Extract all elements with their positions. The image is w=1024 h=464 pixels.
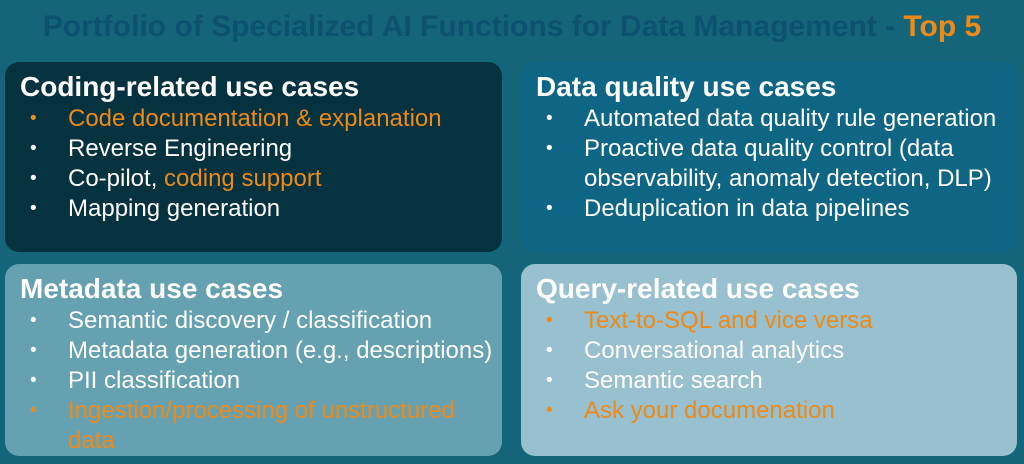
use-case-item-text: Deduplication in data pipelines (584, 194, 1013, 224)
use-case-text-segment: Text-to-SQL and vice versa (584, 307, 873, 334)
use-case-item: • Metadata generation (e.g., descriptions… (20, 336, 498, 366)
use-case-box-data-quality: Data quality use cases • Automated data q… (521, 62, 1017, 252)
bullet-icon: • (546, 198, 553, 219)
use-case-item-text: Mapping generation (68, 194, 498, 224)
use-case-item: • Ask your documenation (536, 396, 1013, 426)
use-case-item: • Proactive data quality control (data ob… (536, 134, 1013, 194)
use-case-item-text: Co-pilot, coding support (68, 164, 498, 194)
use-case-box-query: Query-related use cases • Text-to-SQL and… (521, 264, 1017, 456)
use-case-item: • Mapping generation (20, 194, 498, 224)
use-case-item-text: Ask your documenation (584, 396, 1013, 426)
use-case-item: • Semantic discovery / classification (20, 306, 498, 336)
bullet-icon: • (30, 138, 37, 159)
use-case-list: • Code documentation & explanation • Revers… (20, 104, 498, 224)
use-case-item-text: Semantic search (584, 366, 1013, 396)
use-case-item: • Automated data quality rule generation (536, 104, 1013, 134)
bullet-icon: • (30, 198, 37, 219)
bullet-icon: • (546, 400, 553, 421)
use-case-text-segment: Reverse Engineering (68, 135, 293, 162)
box-heading: Query-related use cases (536, 273, 860, 304)
use-case-item-text: Automated data quality rule generation (584, 104, 1013, 134)
use-case-text-segment: Metadata generation (e.g., descriptions) (68, 337, 493, 364)
use-case-box-metadata: Metadata use cases • Semantic discovery /… (5, 264, 502, 456)
slide-title-text: Portfolio of Specialized AI Functions fo… (42, 10, 904, 43)
slide-title-highlight: Top 5 (903, 10, 982, 43)
box-heading: Metadata use cases (20, 273, 284, 304)
use-case-text-segment: Proactive data quality control (data obs… (584, 135, 992, 192)
use-case-list: • Semantic discovery / classification • Met… (20, 306, 498, 456)
bullet-icon: • (30, 310, 37, 331)
use-case-item: • Reverse Engineering (20, 134, 498, 164)
bullet-icon: • (30, 400, 37, 421)
use-case-item: • Code documentation & explanation (20, 104, 498, 134)
bullet-icon: • (30, 340, 37, 361)
use-case-text-segment: Ask your documenation (584, 397, 835, 424)
use-case-list: •Automated data quality rule generation•… (536, 104, 1013, 224)
use-case-item: • Text-to-SQL and vice versa (536, 306, 1013, 336)
use-case-item: • PII classification (20, 366, 498, 396)
use-case-item-text: Semantic discovery / classification (68, 306, 498, 336)
use-case-text-segment: coding support (164, 165, 322, 192)
use-case-item: • Co-pilot, coding support (20, 164, 498, 194)
use-case-text-segment: Semantic search (584, 367, 763, 394)
use-case-box-coding: Coding-related use cases • Code documenta… (5, 62, 502, 252)
use-case-text-segment: Semantic discovery / classification (68, 307, 433, 334)
use-case-item: • Semantic search (536, 366, 1013, 396)
use-case-item: • Deduplication in data pipelines (536, 194, 1013, 224)
use-case-grid: Coding-related use cases • Code documenta… (5, 62, 1017, 456)
box-heading: Data quality use cases (536, 71, 837, 102)
use-case-item-text: Reverse Engineering (68, 134, 498, 164)
slide-title: Portfolio of Specialized AI Functions fo… (0, 10, 1024, 44)
use-case-text-segment: Conversational analytics (584, 337, 845, 364)
use-case-text-segment: PII classification (68, 367, 241, 394)
use-case-item-text: Code documentation & explanation (68, 104, 498, 134)
bullet-icon: • (30, 168, 37, 189)
bullet-icon: • (546, 340, 553, 361)
use-case-item-text: Proactive data quality control (data obs… (584, 134, 1013, 194)
bullet-icon: • (546, 138, 553, 159)
use-case-item-text: Ingestion/processing of unstructured dat… (68, 396, 498, 456)
use-case-list: • Text-to-SQL and vice versa • Conversation… (536, 306, 1013, 426)
bullet-icon: • (30, 370, 37, 391)
use-case-text-segment: Automated data quality rule generation (584, 105, 997, 132)
use-case-text-segment: Mapping generation (68, 195, 281, 222)
bullet-icon: • (546, 310, 553, 331)
use-case-text-segment: Ingestion/processing of unstructured dat… (68, 397, 455, 454)
use-case-item-text: Text-to-SQL and vice versa (584, 306, 1013, 336)
use-case-item: • Conversational analytics (536, 336, 1013, 366)
use-case-text-segment: Deduplication in data pipelines (584, 195, 910, 222)
use-case-text-segment: Co-pilot, (68, 165, 165, 192)
use-case-item-text: Metadata generation (e.g., descriptions) (68, 336, 498, 366)
use-case-item-text: Conversational analytics (584, 336, 1013, 366)
box-heading: Coding-related use cases (20, 71, 360, 102)
use-case-item: • Ingestion/processing of unstructured da… (20, 396, 498, 456)
use-case-text-segment: Code documentation & explanation (68, 105, 442, 132)
bullet-icon: • (546, 108, 553, 129)
bullet-icon: • (30, 108, 37, 129)
use-case-item-text: PII classification (68, 366, 498, 396)
bullet-icon: • (546, 370, 553, 391)
